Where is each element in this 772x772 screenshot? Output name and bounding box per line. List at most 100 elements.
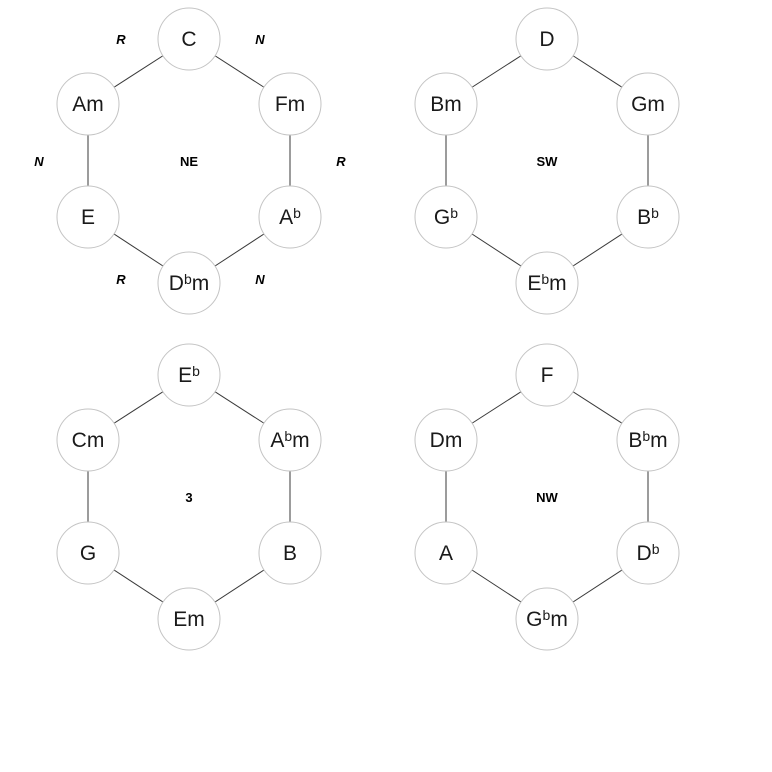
chord-node-circle (414, 408, 478, 472)
chord-label: Dbm (169, 271, 209, 295)
chord-quality: m (86, 93, 104, 116)
chord-node: Gm (616, 72, 680, 136)
chord-label: Bbm (628, 428, 667, 452)
edge-relation-label: R (116, 32, 126, 47)
chord-root: E (178, 364, 192, 387)
hexagon-center-label: NE (180, 154, 198, 169)
chord-node-circle (157, 7, 221, 71)
chord-quality: m (647, 93, 665, 116)
chord-label: Gb (434, 205, 458, 229)
chord-node: Cm (56, 408, 120, 472)
chord-node-circle (258, 72, 322, 136)
chord-node-circle (414, 185, 478, 249)
chord-label: Bb (637, 205, 659, 229)
chord-root: C (72, 429, 87, 452)
chord-node-circle (616, 408, 680, 472)
chord-root: A (439, 542, 453, 565)
chord-node: D (515, 7, 579, 71)
chord-root: C (181, 28, 196, 51)
chord-label: Fm (275, 93, 305, 116)
chord-node: Abm (258, 408, 322, 472)
flat-accidental: b (652, 541, 660, 557)
edge-relation-label: N (34, 154, 44, 169)
chord-root: D (430, 429, 445, 452)
flat-accidental: b (184, 271, 192, 287)
chord-label: Ebm (527, 271, 566, 295)
chord-node: Db (616, 521, 680, 585)
chord-node-circle (56, 185, 120, 249)
chord-node-circle (157, 587, 221, 651)
chord-label: B (283, 542, 297, 565)
chord-label: F (541, 364, 554, 387)
chord-node: B (258, 521, 322, 585)
chord-node: Em (157, 587, 221, 651)
chord-node-circle (414, 72, 478, 136)
chord-root: F (275, 93, 288, 116)
chord-node: Dbm (157, 251, 221, 315)
hexagon-center-label: SW (537, 154, 559, 169)
chord-node: Bb (616, 185, 680, 249)
chord-label: Db (637, 541, 660, 565)
chord-root: G (631, 93, 647, 116)
chord-node-circle (616, 72, 680, 136)
chord-node: Am (56, 72, 120, 136)
chord-label: Gm (631, 93, 665, 116)
chord-label: Ab (279, 205, 301, 229)
chord-node-circle (616, 521, 680, 585)
flat-accidental: b (651, 205, 659, 221)
chord-label: G (80, 542, 96, 565)
chord-root: D (169, 272, 184, 295)
chord-root: B (283, 542, 297, 565)
hexagon-center-label: 3 (185, 490, 192, 505)
chord-label: Eb (178, 363, 200, 387)
chord-root: E (81, 206, 95, 229)
chord-node: C (157, 7, 221, 71)
flat-accidental: b (293, 205, 301, 221)
chord-quality: m (445, 429, 463, 452)
chord-node-circle (515, 343, 579, 407)
flat-accidental: b (541, 271, 549, 287)
chord-root: A (72, 93, 86, 116)
chord-node: G (56, 521, 120, 585)
chord-root: E (527, 272, 541, 295)
chord-label: E (81, 206, 95, 229)
chord-root: B (637, 206, 651, 229)
chord-label: Dm (430, 429, 463, 452)
chord-node: E (56, 185, 120, 249)
chord-root: A (279, 206, 293, 229)
chord-node: A (414, 521, 478, 585)
chord-root: B (430, 93, 444, 116)
chord-node-circle (157, 251, 221, 315)
chord-quality: m (650, 429, 668, 452)
hexagon-center-label: NW (536, 490, 558, 505)
chord-label: Cm (72, 429, 105, 452)
chord-label: Gbm (526, 607, 568, 631)
chord-node: Fm (258, 72, 322, 136)
chord-label: C (181, 28, 196, 51)
chord-node-circle (56, 521, 120, 585)
chord-node-circle (56, 72, 120, 136)
flat-accidental: b (450, 205, 458, 221)
chord-node: F (515, 343, 579, 407)
chord-root: D (539, 28, 554, 51)
chord-node-circle (157, 343, 221, 407)
chord-label: Abm (270, 428, 309, 452)
chord-node-circle (258, 521, 322, 585)
chord-node-circle (258, 408, 322, 472)
chord-quality: m (187, 608, 205, 631)
chord-label: Bm (430, 93, 462, 116)
chord-node: Ebm (515, 251, 579, 315)
chord-root: A (270, 429, 284, 452)
chord-quality: m (192, 272, 210, 295)
chord-node-circle (515, 251, 579, 315)
chord-root: E (173, 608, 187, 631)
chord-node: Gbm (515, 587, 579, 651)
chord-root: D (637, 542, 652, 565)
chord-node-circle (616, 185, 680, 249)
chord-node: Ab (258, 185, 322, 249)
